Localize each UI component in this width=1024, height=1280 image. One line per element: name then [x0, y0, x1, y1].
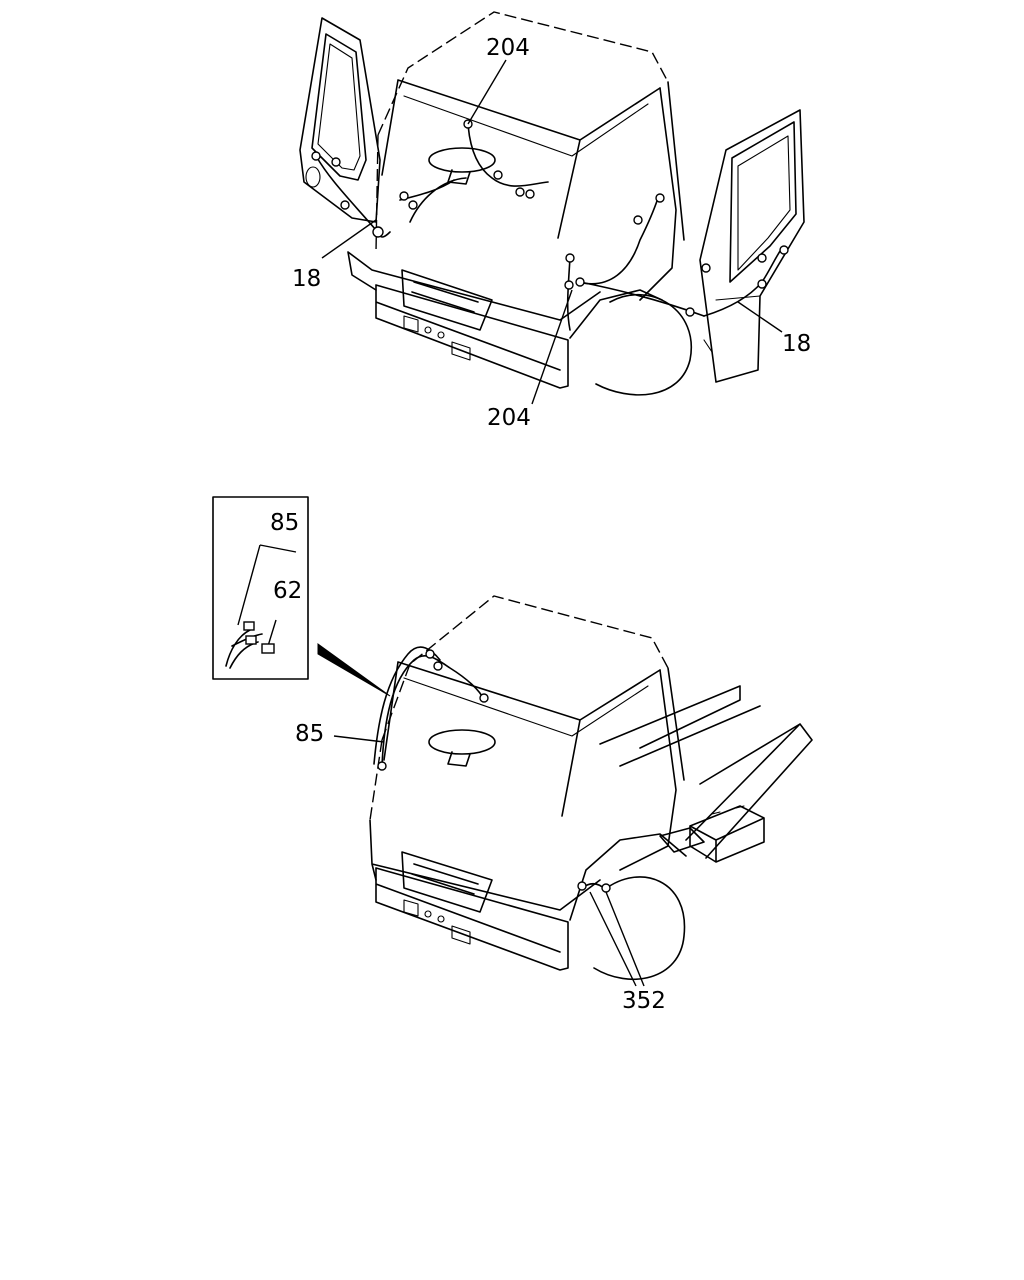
- left-door-window: [311, 33, 367, 181]
- bottom-cab-view: 85 352: [295, 595, 813, 1014]
- battery-terminals: [711, 805, 745, 815]
- grille: [401, 269, 493, 331]
- bumper-bolt: [424, 326, 432, 334]
- inset-connector: [243, 621, 255, 631]
- bumper-bolt: [424, 910, 432, 918]
- front-bumper-bottom: [375, 867, 569, 971]
- bumper-bolt: [437, 331, 445, 339]
- right-door-window: [729, 121, 797, 283]
- callout-85: 85: [295, 721, 324, 747]
- leader-85: [333, 735, 385, 743]
- chassis-rail-upper: [599, 685, 761, 767]
- callout-62: 62: [273, 578, 302, 604]
- inset-bracket-85: [237, 544, 297, 626]
- callout-352: 352: [622, 988, 666, 1014]
- leader-204-upper: [467, 59, 507, 125]
- leader-18-left: [321, 219, 377, 259]
- detail-pointer: [317, 643, 391, 697]
- cab-right-side-bottom: [619, 667, 685, 871]
- top-cab-view: 204 18 204 18: [292, 11, 811, 431]
- front-face: [347, 251, 601, 321]
- bumper-lamps-bottom: [403, 899, 471, 945]
- cab-right-side: [639, 81, 685, 301]
- callout-204-lower: 204: [487, 405, 531, 431]
- windshield-inner-bottom: [403, 677, 649, 737]
- front-wheel-bottom: [593, 876, 686, 981]
- leader-352: [589, 891, 645, 987]
- steering-wheel-bottom: [428, 729, 496, 755]
- battery-bracket: [659, 827, 705, 853]
- callout-18-left: 18: [292, 266, 321, 292]
- front-bumper: [375, 284, 569, 389]
- leader-18-right: [737, 301, 783, 333]
- leader-62: [267, 619, 277, 647]
- leader-204-lower: [531, 289, 573, 405]
- windshield-frame-bottom: [383, 661, 661, 817]
- harness-85-roof: [381, 655, 485, 767]
- detail-inset: 85 62: [212, 496, 309, 680]
- right-door: [699, 109, 805, 383]
- right-door-lower: [703, 295, 761, 353]
- front-fender: [569, 289, 663, 339]
- harness-204-dash: [467, 123, 549, 187]
- chassis-rail-lower: [685, 723, 813, 859]
- steering-column-bottom: [447, 751, 471, 767]
- callout-204-upper: 204: [486, 35, 530, 61]
- callout-85-inset: 85: [270, 510, 299, 536]
- bumper-bolt: [437, 915, 445, 923]
- cab-roof-outline-bottom: [369, 595, 669, 821]
- connectors-bottom: [377, 649, 611, 893]
- left-door-window-inner: [317, 43, 361, 171]
- harness-204-front-right: [566, 197, 659, 331]
- windshield-frame: [381, 79, 661, 239]
- steering-wheel: [428, 147, 496, 173]
- harness-204-left-branch: [399, 177, 467, 223]
- inset-connector-62: [261, 643, 275, 654]
- inset-frame: [212, 496, 309, 680]
- front-wheel: [595, 293, 693, 396]
- left-door-handle: [305, 166, 321, 188]
- windshield-inner: [403, 95, 649, 157]
- connectors-top: [311, 119, 789, 317]
- cab-roof-outline: [375, 11, 669, 253]
- callout-18-right: 18: [782, 331, 811, 357]
- left-door: [299, 17, 381, 223]
- right-door-window-inner: [737, 135, 791, 271]
- bumper-lamps: [403, 315, 471, 361]
- steering-column: [447, 169, 471, 185]
- inset-connector: [245, 635, 257, 645]
